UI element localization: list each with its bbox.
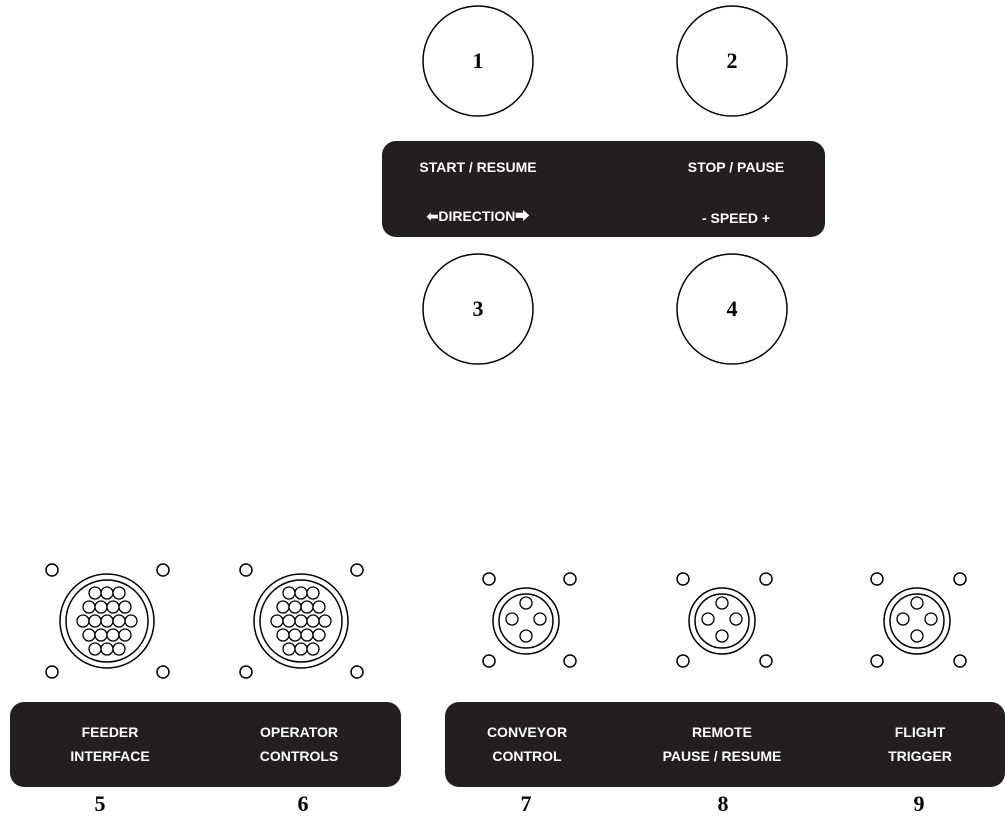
start-resume-label: START / RESUME xyxy=(419,159,537,175)
connector-panel-left xyxy=(10,702,401,787)
connector-panel-right xyxy=(445,702,1005,787)
connector-5-number: 5 xyxy=(94,791,106,816)
connector-6-number: 6 xyxy=(297,791,309,816)
connector-6-label-line1: OPERATOR xyxy=(259,724,339,740)
connector-7-number: 7 xyxy=(520,791,532,816)
connector-9-label-line2: TRIGGER xyxy=(888,748,952,764)
button-3[interactable] xyxy=(422,253,534,365)
button-1[interactable] xyxy=(422,5,534,117)
control-label-panel xyxy=(382,141,825,237)
button-2-number: 2 xyxy=(726,48,738,73)
button-4[interactable] xyxy=(676,253,788,365)
direction-text: DIRECTION xyxy=(438,208,516,224)
connector-5-feeder-interface xyxy=(45,563,170,679)
button-4-number: 4 xyxy=(726,296,738,321)
connector-9-number: 9 xyxy=(913,791,925,816)
connector-5-label-line1: FEEDER xyxy=(81,724,139,740)
arrow-right-icon: ⮕ xyxy=(515,208,530,224)
direction-label: ⬅DIRECTION⮕ xyxy=(390,201,566,231)
button-1-number: 1 xyxy=(472,48,484,73)
arrow-left-icon: ⬅ xyxy=(426,208,439,224)
connector-8-label-line2: PAUSE / RESUME xyxy=(662,748,782,764)
connector-7-label-line1: CONVEYOR xyxy=(486,724,568,740)
button-3-number: 3 xyxy=(472,296,484,321)
connector-7-conveyor-control xyxy=(482,572,577,668)
connector-8-label-line1: REMOTE xyxy=(692,724,752,740)
connector-5-label-line2: INTERFACE xyxy=(70,748,150,764)
connector-9-flight-trigger xyxy=(870,572,967,668)
connector-7-label-line2: CONTROL xyxy=(492,748,562,764)
stop-pause-label: STOP / PAUSE xyxy=(687,159,785,175)
connector-6-label-line2: CONTROLS xyxy=(259,748,339,764)
speed-label: - SPEED + xyxy=(701,210,771,226)
connector-6-operator-controls xyxy=(239,563,364,679)
connector-9-label-line1: FLIGHT xyxy=(894,724,946,740)
connector-8-number: 8 xyxy=(717,791,729,816)
connector-8-remote-pause-resume xyxy=(676,572,773,668)
button-2[interactable] xyxy=(676,5,788,117)
